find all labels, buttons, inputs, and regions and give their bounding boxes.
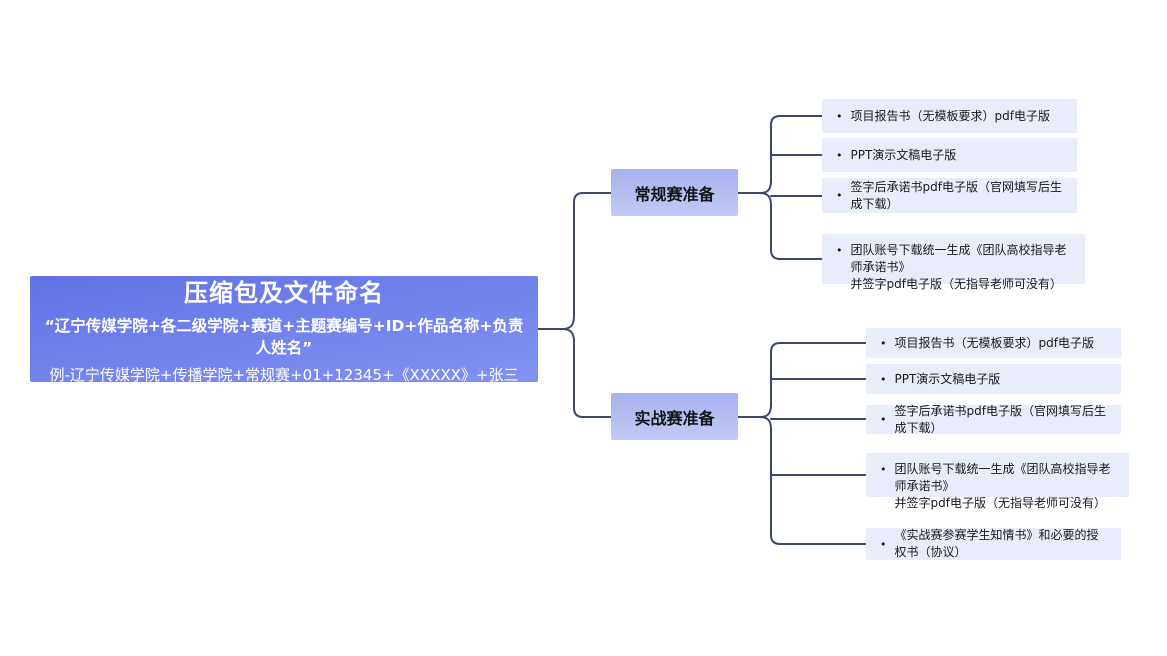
branch-label: 常规赛准备 bbox=[634, 184, 715, 204]
leaf-text: 团队账号下载统一生成《团队高校指导老师承诺书》 并签字pdf电子版（无指导老师可… bbox=[850, 243, 1067, 291]
leaf-node[interactable]: • 《实战赛参赛学生知情书》和必要的授权书（协议） bbox=[866, 528, 1121, 560]
leaf-text: 《实战赛参赛学生知情书》和必要的授权书（协议） bbox=[894, 528, 1099, 559]
leaf-text: 项目报告书（无模板要求）pdf电子版 bbox=[894, 335, 1094, 350]
root-example: 例-辽宁传媒学院+传播学院+常规赛+01+12345+《XXXXX》+张三 bbox=[49, 366, 519, 384]
bullet-icon: • bbox=[836, 189, 843, 202]
leaf-node[interactable]: • 团队账号下载统一生成《团队高校指导老师承诺书》 并签字pdf电子版（无指导老… bbox=[822, 234, 1085, 291]
branch-label: 实战赛准备 bbox=[634, 408, 715, 428]
leaf-text: 项目报告书（无模板要求）pdf电子版 bbox=[850, 108, 1050, 123]
bullet-icon: • bbox=[836, 148, 843, 162]
leaf-text: 签字后承诺书pdf电子版（官网填写后生成下载） bbox=[894, 403, 1106, 435]
root-naming-rule: “辽宁传媒学院+各二级学院+赛道+主题赛编号+ID+作品名称+负责人姓名” bbox=[44, 317, 524, 357]
leaf-text: PPT演示文稿电子版 bbox=[850, 147, 957, 162]
bullet-icon: • bbox=[880, 413, 887, 426]
bullet-icon: • bbox=[880, 372, 887, 386]
root-title: 压缩包及文件命名 bbox=[184, 279, 384, 307]
bullet-icon: • bbox=[836, 109, 843, 123]
bullet-icon: • bbox=[880, 463, 887, 476]
leaf-node[interactable]: • PPT演示文稿电子版 bbox=[822, 138, 1077, 172]
bullet-icon: • bbox=[880, 537, 887, 551]
bullet-icon: • bbox=[880, 336, 887, 350]
leaf-text: PPT演示文稿电子版 bbox=[894, 371, 1001, 386]
leaf-text: 团队账号下载统一生成《团队高校指导老师承诺书》 并签字pdf电子版（无指导老师可… bbox=[894, 462, 1111, 510]
branch-node-practical-competition[interactable]: 实战赛准备 bbox=[611, 393, 738, 440]
leaf-node[interactable]: • 项目报告书（无模板要求）pdf电子版 bbox=[866, 328, 1121, 358]
branch-node-regular-competition[interactable]: 常规赛准备 bbox=[611, 169, 738, 216]
bullet-icon: • bbox=[836, 244, 843, 257]
root-node[interactable]: 压缩包及文件命名 “辽宁传媒学院+各二级学院+赛道+主题赛编号+ID+作品名称+… bbox=[30, 276, 538, 384]
leaf-text: 签字后承诺书pdf电子版（官网填写后生成下载） bbox=[850, 179, 1062, 211]
leaf-node[interactable]: • 团队账号下载统一生成《团队高校指导老师承诺书》 并签字pdf电子版（无指导老… bbox=[866, 453, 1129, 510]
leaf-node[interactable]: • 签字后承诺书pdf电子版（官网填写后生成下载） bbox=[866, 403, 1121, 435]
leaf-node[interactable]: • PPT演示文稿电子版 bbox=[866, 364, 1121, 394]
leaf-node[interactable]: • 项目报告书（无模板要求）pdf电子版 bbox=[822, 99, 1077, 133]
leaf-node[interactable]: • 签字后承诺书pdf电子版（官网填写后生成下载） bbox=[822, 178, 1077, 213]
